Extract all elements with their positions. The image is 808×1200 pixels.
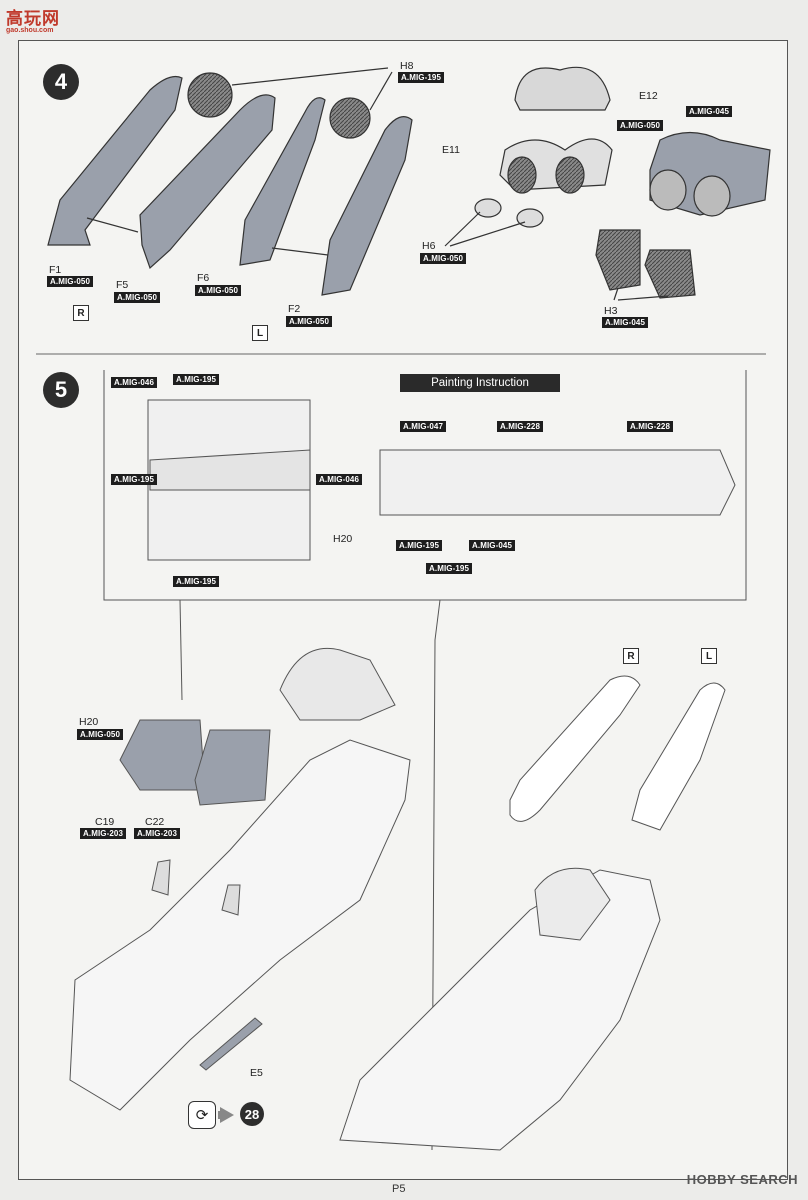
logo-text: 高玩网 bbox=[6, 9, 60, 28]
paint-h20: A.MIG-050 bbox=[77, 729, 124, 740]
label-h8: H8 bbox=[400, 60, 414, 72]
label-c19: C19 bbox=[95, 816, 115, 828]
step-5-marker: 5 bbox=[43, 372, 79, 408]
next-step-indicator: ⟳ 28 bbox=[188, 1101, 278, 1129]
side-left-badge-5: L bbox=[701, 648, 717, 664]
inset-left-paint-b: A.MIG-195 bbox=[173, 374, 220, 385]
nozzle-h3-b bbox=[644, 249, 696, 299]
label-f6: F6 bbox=[197, 272, 210, 284]
page-number: P5 bbox=[392, 1183, 406, 1195]
inset-right-paint-b: A.MIG-228 bbox=[497, 421, 544, 432]
paint-engine: A.MIG-045 bbox=[686, 106, 733, 117]
nozzle-h3-a bbox=[595, 229, 641, 291]
inset-right-paint-e: A.MIG-045 bbox=[469, 540, 516, 551]
logo-subtext: gao.shou.com bbox=[6, 27, 54, 34]
inset-left-paint-c: A.MIG-195 bbox=[111, 474, 158, 485]
part-e12 bbox=[514, 66, 611, 111]
intake-f1 bbox=[47, 75, 183, 246]
label-f1: F1 bbox=[49, 264, 62, 276]
fan-h8-b bbox=[329, 97, 371, 139]
label-h3: H3 bbox=[604, 305, 618, 317]
paint-f5: A.MIG-050 bbox=[114, 292, 161, 303]
label-h20: H20 bbox=[79, 716, 99, 728]
inset-left-paint-e: A.MIG-195 bbox=[173, 576, 220, 587]
label-f2: F2 bbox=[288, 303, 301, 315]
step-4-marker: 4 bbox=[43, 64, 79, 100]
paint-h6: A.MIG-050 bbox=[420, 253, 467, 264]
label-e12: E12 bbox=[639, 90, 658, 102]
intake-f5 bbox=[139, 94, 276, 270]
paint-e11: A.MIG-050 bbox=[617, 120, 664, 131]
label-e11: E11 bbox=[442, 144, 460, 156]
side-right-badge: R bbox=[73, 305, 89, 321]
paint-f6: A.MIG-050 bbox=[195, 285, 242, 296]
label-h6: H6 bbox=[422, 240, 436, 252]
paint-h3: A.MIG-045 bbox=[602, 317, 649, 328]
paint-f2: A.MIG-050 bbox=[286, 316, 333, 327]
inset-right-paint-c: A.MIG-228 bbox=[627, 421, 674, 432]
paint-c22: A.MIG-203 bbox=[134, 828, 181, 839]
site-logo: 高玩网 gao.shou.com bbox=[6, 4, 60, 34]
painting-instruction-banner: Painting Instruction bbox=[400, 374, 560, 392]
arrow-shaft bbox=[218, 1111, 226, 1119]
inset-right-paint-f: A.MIG-195 bbox=[426, 563, 473, 574]
inset-left-paint-d: A.MIG-046 bbox=[316, 474, 363, 485]
side-right-badge-5: R bbox=[623, 648, 639, 664]
inset-left-paint-a: A.MIG-046 bbox=[111, 377, 158, 388]
watermark: HOBBY SEARCH bbox=[686, 1172, 798, 1187]
paint-c19: A.MIG-203 bbox=[80, 828, 127, 839]
paint-h8: A.MIG-195 bbox=[398, 72, 445, 83]
side-left-badge: L bbox=[252, 325, 268, 341]
intake-f6 bbox=[239, 97, 326, 266]
paint-f1: A.MIG-050 bbox=[47, 276, 94, 287]
label-f5: F5 bbox=[116, 279, 129, 291]
label-e5: E5 bbox=[250, 1067, 263, 1079]
rotate-icon: ⟳ bbox=[188, 1101, 216, 1129]
inset-right-paint-a: A.MIG-047 bbox=[400, 421, 447, 432]
label-c22: C22 bbox=[145, 816, 165, 828]
fan-h8-a bbox=[187, 72, 233, 118]
inset-left-part: H20 bbox=[333, 533, 353, 545]
inset-right-paint-d: A.MIG-195 bbox=[396, 540, 443, 551]
next-step-number: 28 bbox=[240, 1102, 264, 1126]
intake-f2 bbox=[321, 116, 413, 296]
